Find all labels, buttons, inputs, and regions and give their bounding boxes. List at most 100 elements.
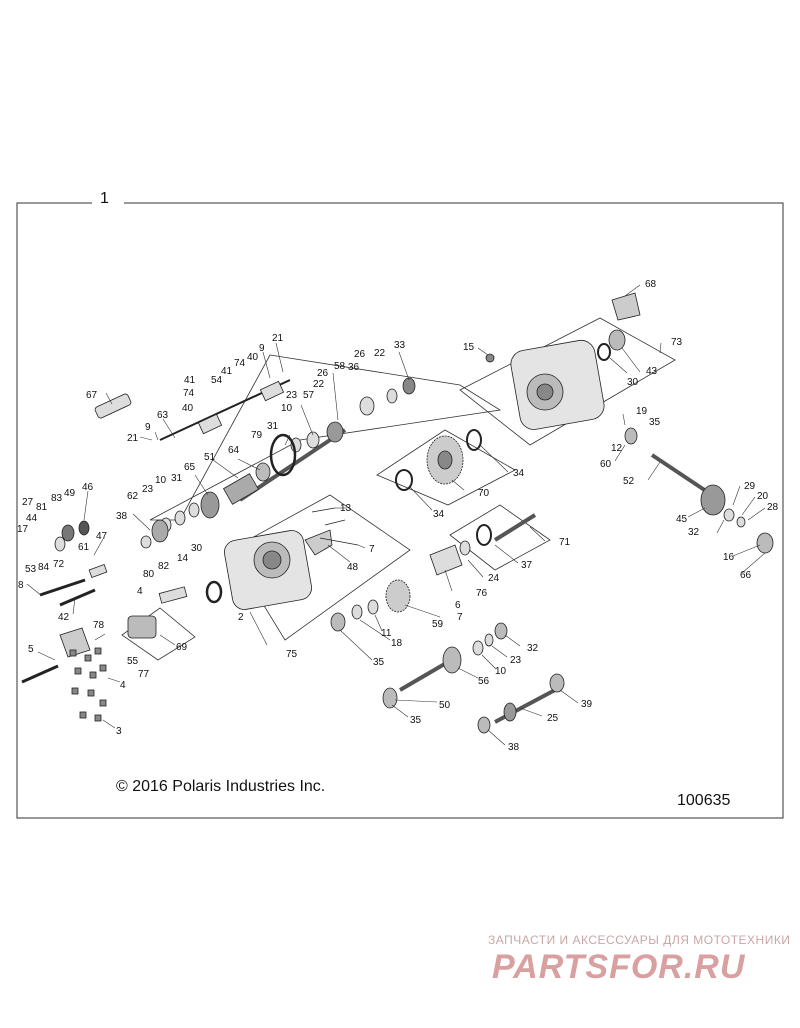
callout-label: 11 bbox=[381, 628, 392, 639]
callout-label: 12 bbox=[611, 443, 623, 454]
callout-label: 25 bbox=[547, 713, 559, 724]
callout-label: 24 bbox=[488, 573, 500, 584]
callout-label: 3 bbox=[116, 726, 122, 737]
callout-label: 28 bbox=[767, 502, 779, 513]
callout-label: 67 bbox=[86, 390, 98, 401]
callout-label: 41 bbox=[221, 366, 233, 377]
callout-label: 64 bbox=[228, 445, 240, 456]
callout-label: 78 bbox=[93, 620, 105, 631]
callout-label: 72 bbox=[53, 559, 65, 570]
callout-label: 83 bbox=[51, 493, 63, 504]
callout-label: 35 bbox=[373, 657, 385, 668]
callout-label: 46 bbox=[82, 482, 94, 493]
callout-label: 18 bbox=[391, 638, 403, 649]
callout-label: 51 bbox=[204, 452, 216, 463]
callout-label: 77 bbox=[138, 669, 150, 680]
callout-label: 10 bbox=[155, 475, 167, 486]
callout-label: 79 bbox=[251, 430, 263, 441]
callout-label: 62 bbox=[127, 491, 139, 502]
callout-label: 66 bbox=[740, 570, 752, 581]
callout-label: 30 bbox=[627, 377, 639, 388]
callout-label: 23 bbox=[510, 655, 522, 666]
callout-label: 39 bbox=[581, 699, 593, 710]
callout-label: 8 bbox=[18, 580, 24, 591]
callout-label: 26 bbox=[317, 368, 329, 379]
callout-label: 40 bbox=[247, 352, 259, 363]
callout-label: 53 bbox=[25, 564, 37, 575]
callout-label: 45 bbox=[676, 514, 688, 525]
callout-label: 68 bbox=[645, 279, 657, 290]
callout-label: 5 bbox=[28, 644, 34, 655]
parts bbox=[21, 292, 774, 734]
callout-label: 21 bbox=[127, 433, 139, 444]
callout-label: 15 bbox=[463, 342, 475, 353]
callout-label: 9 bbox=[259, 343, 265, 354]
callout-label: 10 bbox=[281, 403, 293, 414]
callout-label: 31 bbox=[267, 421, 279, 432]
callout-label: 59 bbox=[432, 619, 444, 630]
callout-label: 23 bbox=[142, 484, 154, 495]
callout-label: 22 bbox=[374, 348, 386, 359]
callout-label: 36 bbox=[348, 362, 360, 373]
callout-label: 74 bbox=[234, 358, 246, 369]
callout-label: 37 bbox=[521, 560, 533, 571]
callout-label: 32 bbox=[688, 527, 700, 538]
callout-label: 74 bbox=[183, 388, 195, 399]
callout-label: 63 bbox=[157, 410, 169, 421]
callout-label: 48 bbox=[347, 562, 359, 573]
frame-number: 1 bbox=[100, 190, 109, 207]
callout-label: 40 bbox=[182, 403, 194, 414]
callout-label: 65 bbox=[184, 462, 196, 473]
diagram-frame bbox=[16, 202, 784, 819]
diagram-number: 100635 bbox=[677, 792, 731, 809]
callout-label: 42 bbox=[58, 612, 70, 623]
callout-label: 7 bbox=[369, 544, 375, 555]
callout-label: 73 bbox=[671, 337, 683, 348]
callout-label: 61 bbox=[78, 542, 90, 553]
callout-label: 29 bbox=[744, 481, 756, 492]
callout-label: 38 bbox=[508, 742, 520, 753]
callout-label: 71 bbox=[559, 537, 571, 548]
callout-label: 23 bbox=[286, 390, 298, 401]
callout-label: 27 bbox=[22, 497, 34, 508]
callout-label: 17 bbox=[17, 524, 29, 535]
shift-drum-part bbox=[94, 393, 132, 419]
callout-label: 43 bbox=[646, 366, 658, 377]
callout-label: 34 bbox=[433, 509, 445, 520]
callout-label: 35 bbox=[410, 715, 422, 726]
callout-label: 4 bbox=[120, 680, 126, 691]
callout-label: 26 bbox=[354, 349, 366, 360]
callout-label: 10 bbox=[495, 666, 507, 677]
callout-label: 57 bbox=[303, 390, 315, 401]
leader-lines bbox=[26, 284, 766, 746]
callout-label: 7 bbox=[457, 612, 463, 623]
callout-label: 56 bbox=[478, 676, 490, 687]
watermark-logo: PARTSFOR.RU bbox=[492, 948, 745, 984]
callout-labels: 67 21 9 63 40 74 41 54 41 74 40 9 21 23 … bbox=[17, 279, 779, 753]
callout-label: 31 bbox=[171, 473, 183, 484]
callout-label: 2 bbox=[238, 612, 244, 623]
callout-label: 60 bbox=[600, 459, 612, 470]
callout-label: 54 bbox=[211, 375, 223, 386]
callout-label: 47 bbox=[96, 531, 108, 542]
callout-label: 70 bbox=[478, 488, 490, 499]
callout-label: 49 bbox=[64, 488, 76, 499]
watermark-tagline: ЗАПЧАСТИ И АКСЕССУАРЫ ДЛЯ МОТОТЕХНИКИ bbox=[488, 933, 791, 947]
callout-label: 30 bbox=[191, 543, 203, 554]
callout-label: 38 bbox=[116, 511, 128, 522]
callout-label: 32 bbox=[527, 643, 539, 654]
callout-label: 41 bbox=[184, 375, 196, 386]
callout-label: 33 bbox=[394, 340, 406, 351]
callout-label: 58 bbox=[334, 361, 346, 372]
callout-label: 81 bbox=[36, 502, 48, 513]
callout-label: 13 bbox=[340, 503, 352, 514]
callout-label: 44 bbox=[26, 513, 38, 524]
callout-label: 84 bbox=[38, 562, 50, 573]
callout-label: 69 bbox=[176, 642, 188, 653]
callout-label: 9 bbox=[145, 422, 151, 433]
callout-label: 35 bbox=[649, 417, 661, 428]
callout-label: 21 bbox=[272, 333, 284, 344]
copyright-text: © 2016 Polaris Industries Inc. bbox=[116, 778, 326, 795]
callout-label: 50 bbox=[439, 700, 451, 711]
